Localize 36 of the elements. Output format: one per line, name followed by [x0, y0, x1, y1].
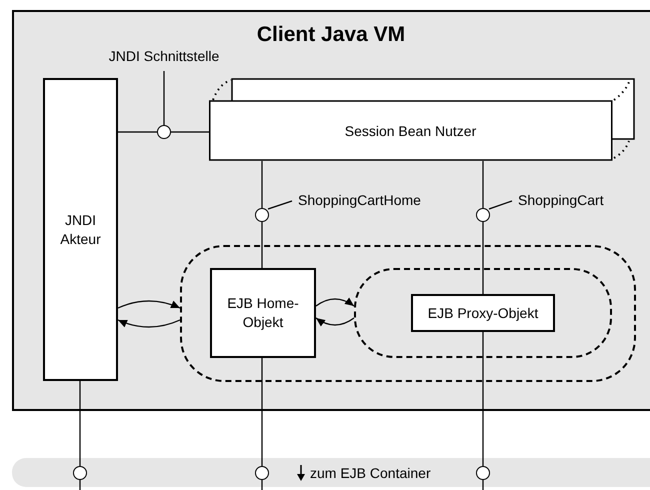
stacked-component-box	[209, 78, 635, 161]
curved-arrow	[316, 318, 354, 326]
connector-line	[482, 480, 484, 490]
band-label: zum EJB Container	[310, 466, 431, 480]
dashed-boundary	[354, 268, 612, 358]
leader-line	[163, 71, 165, 125]
interface-label: ShoppingCartHome	[298, 193, 421, 207]
connector-line	[171, 131, 209, 133]
connector-line	[79, 381, 81, 466]
leader-line	[488, 200, 512, 210]
connector-line	[261, 358, 263, 466]
leader-line	[268, 200, 292, 210]
connector-line	[79, 480, 81, 490]
interface-label: JNDI Schnittstelle	[108, 49, 220, 63]
connector-line	[482, 161, 484, 208]
connector-line	[261, 161, 263, 208]
component-box	[411, 294, 555, 332]
container-band	[12, 458, 650, 487]
curved-arrow	[118, 300, 180, 309]
connector-line	[482, 332, 484, 466]
dashed-boundary	[180, 245, 636, 382]
connector-line	[118, 131, 157, 133]
component-label: EJB Home-Objekt	[226, 294, 300, 332]
connector-line	[261, 480, 263, 490]
interface-label: ShoppingCart	[518, 193, 604, 207]
panel-title: Client Java VM	[256, 24, 406, 45]
connector-line	[482, 222, 484, 294]
component-label: JNDI Akteur	[59, 210, 102, 248]
vm-panel	[12, 10, 650, 411]
connector-line	[261, 222, 263, 268]
component-box	[210, 268, 316, 358]
component-box	[43, 78, 118, 381]
component-label: Session Bean Nutzer	[344, 124, 476, 138]
curved-arrow	[316, 298, 354, 306]
component-label: EJB Proxy-Objekt	[428, 304, 538, 322]
curved-arrow	[118, 319, 180, 328]
